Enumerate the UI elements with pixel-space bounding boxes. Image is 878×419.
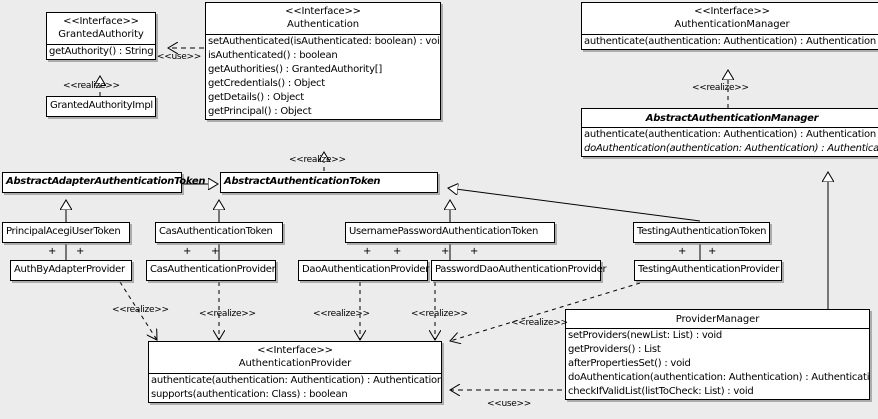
class-name: PasswordDaoAuthenticationProvider [435, 264, 607, 275]
operation-row: getDetails() : Object [208, 92, 304, 103]
class-name: AbstractAuthenticationToken [224, 176, 381, 187]
class-dao-authentication-provider[interactable]: DaoAuthenticationProvider [298, 260, 430, 281]
class-header: AbstractAuthenticationManager [582, 109, 878, 127]
multiplicity-plus: + [211, 246, 220, 257]
multiplicity-plus: + [678, 246, 687, 257]
divider [206, 34, 440, 35]
operation-row: authenticate(authentication: Authenticat… [151, 375, 441, 386]
class-name: TestingAuthenticationToken [637, 226, 767, 237]
class-auth-by-adapter-provider[interactable]: AuthByAdapterProvider [10, 260, 132, 281]
class-name: AuthByAdapterProvider [14, 264, 125, 275]
class-granted-authority[interactable]: <<Interface>> GrantedAuthority getAuthor… [46, 12, 156, 60]
edge-label-realize-auth-by-adapter-provider: <<realize>> [112, 305, 169, 315]
class-header: <<Interface>> AuthenticationProvider [149, 342, 441, 373]
edge-label-realize-abstract-authentication-manager: <<realize>> [692, 83, 749, 93]
class-password-dao-authentication-provider[interactable]: PasswordDaoAuthenticationProvider [431, 260, 607, 281]
class-principal-acegi-user-token[interactable]: PrincipalAcegiUserToken [2, 222, 130, 243]
class-name: AbstractAuthenticationManager [645, 113, 819, 124]
divider [149, 373, 441, 374]
class-name: AbstractAdapterAuthenticationToken [6, 176, 206, 187]
class-header: <<Interface>> AuthenticationManager [582, 3, 878, 34]
edge-label-realize-dao-provider: <<realize>> [313, 309, 370, 319]
divider [582, 34, 878, 35]
operation-list: setProviders(newList: List) : void getPr… [566, 329, 869, 399]
operation-row: checkIfValidList(listToCheck: List) : vo… [568, 386, 754, 397]
edge-label-realize-granted-authority-impl: <<realize>> [63, 81, 120, 91]
class-name: UsernamePasswordAuthenticationToken [349, 226, 539, 237]
edge-label-realize-cas-provider: <<realize>> [199, 309, 256, 319]
class-abstract-adapter-authentication-token[interactable]: AbstractAdapterAuthenticationToken [2, 172, 206, 193]
class-name: GrantedAuthority [58, 29, 144, 40]
stereotype-label: <<Interface>> [285, 6, 361, 17]
class-cas-authentication-token[interactable]: CasAuthenticationToken [155, 222, 283, 243]
class-testing-authentication-provider[interactable]: TestingAuthenticationProvider [634, 260, 782, 281]
multiplicity-plus: + [441, 246, 450, 257]
multiplicity-plus: + [470, 246, 479, 257]
operation-row: setProviders(newList: List) : void [568, 330, 723, 341]
multiplicity-plus: + [363, 246, 372, 257]
class-header: ProviderManager [566, 310, 869, 328]
divider [582, 127, 878, 128]
operation-list: authenticate(authentication: Authenticat… [582, 128, 878, 156]
class-abstract-authentication-manager[interactable]: AbstractAuthenticationManager authentica… [581, 108, 878, 157]
operation-row: getAuthorities() : GrantedAuthority[] [208, 64, 383, 75]
stereotype-label: <<Interface>> [257, 345, 333, 356]
stereotype-label: <<Interface>> [694, 6, 770, 17]
class-name: Authentication [286, 19, 359, 30]
class-testing-authentication-token[interactable]: TestingAuthenticationToken [633, 222, 770, 243]
operation-row: authenticate(authentication: Authenticat… [584, 36, 876, 47]
multiplicity-plus: + [393, 246, 402, 257]
operation-row: getProviders() : List [568, 344, 661, 355]
class-cas-authentication-provider[interactable]: CasAuthenticationProvider [146, 260, 276, 281]
multiplicity-plus: + [183, 246, 192, 257]
class-name: CasAuthenticationToken [159, 226, 273, 237]
edge-label-use-provider-manager: <<use>> [487, 399, 531, 409]
class-granted-authority-impl[interactable]: GrantedAuthorityImpl [46, 96, 156, 117]
operation-row: doAuthentication(authentication: Authent… [584, 143, 878, 154]
operation-row: isAuthenticated() : boolean [208, 50, 338, 61]
operation-row: setAuthenticated(isAuthenticated: boolea… [208, 36, 440, 47]
operation-row: getCredentials() : Object [208, 78, 325, 89]
operation-list: authenticate(authentication: Authenticat… [149, 374, 441, 402]
edge-label-realize-abstract-authentication-token: <<realize>> [289, 155, 346, 165]
operation-row: getPrincipal() : Object [208, 106, 312, 117]
class-name: GrantedAuthorityImpl [50, 100, 153, 111]
class-abstract-authentication-token[interactable]: AbstractAuthenticationToken [220, 172, 438, 193]
edge-label-use-granted-authority: <<use>> [157, 52, 201, 62]
operation-list: getAuthority() : String [47, 45, 155, 59]
operation-row: authenticate(authentication: Authenticat… [584, 129, 876, 140]
class-header: <<Interface>> GrantedAuthority [47, 13, 155, 44]
class-name: CasAuthenticationProvider [150, 264, 276, 275]
class-name: AuthenticationManager [674, 19, 790, 30]
class-name: PrincipalAcegiUserToken [6, 226, 121, 237]
multiplicity-plus: + [708, 246, 717, 257]
divider [566, 328, 869, 329]
class-username-password-authentication-token[interactable]: UsernamePasswordAuthenticationToken [345, 222, 555, 243]
divider [47, 44, 155, 45]
class-name: ProviderManager [675, 314, 760, 325]
class-header: <<Interface>> Authentication [206, 3, 440, 34]
operation-row: supports(authentication: Class) : boolea… [151, 389, 348, 400]
edge-label-realize-password-dao-provider: <<realize>> [411, 309, 468, 319]
stereotype-label: <<Interface>> [63, 16, 139, 27]
operation-row: afterPropertiesSet() : void [568, 358, 691, 369]
class-authentication-manager[interactable]: <<Interface>> AuthenticationManager auth… [581, 2, 878, 50]
operation-list: setAuthenticated(isAuthenticated: boolea… [206, 35, 440, 119]
multiplicity-plus: + [48, 246, 57, 257]
class-provider-manager[interactable]: ProviderManager setProviders(newList: Li… [565, 309, 870, 400]
class-name: TestingAuthenticationProvider [638, 264, 780, 275]
class-name: DaoAuthenticationProvider [302, 264, 430, 275]
operation-row: getAuthority() : String [49, 46, 154, 57]
class-authentication[interactable]: <<Interface>> Authentication setAuthenti… [205, 2, 441, 120]
operation-row: doAuthentication(authentication: Authent… [568, 372, 869, 383]
class-authentication-provider[interactable]: <<Interface>> AuthenticationProvider aut… [148, 341, 442, 403]
multiplicity-plus: + [76, 246, 85, 257]
class-name: AuthenticationProvider [238, 358, 352, 369]
edge-label-realize-testing-provider: <<realize>> [511, 318, 568, 328]
operation-list: authenticate(authentication: Authenticat… [582, 35, 878, 49]
